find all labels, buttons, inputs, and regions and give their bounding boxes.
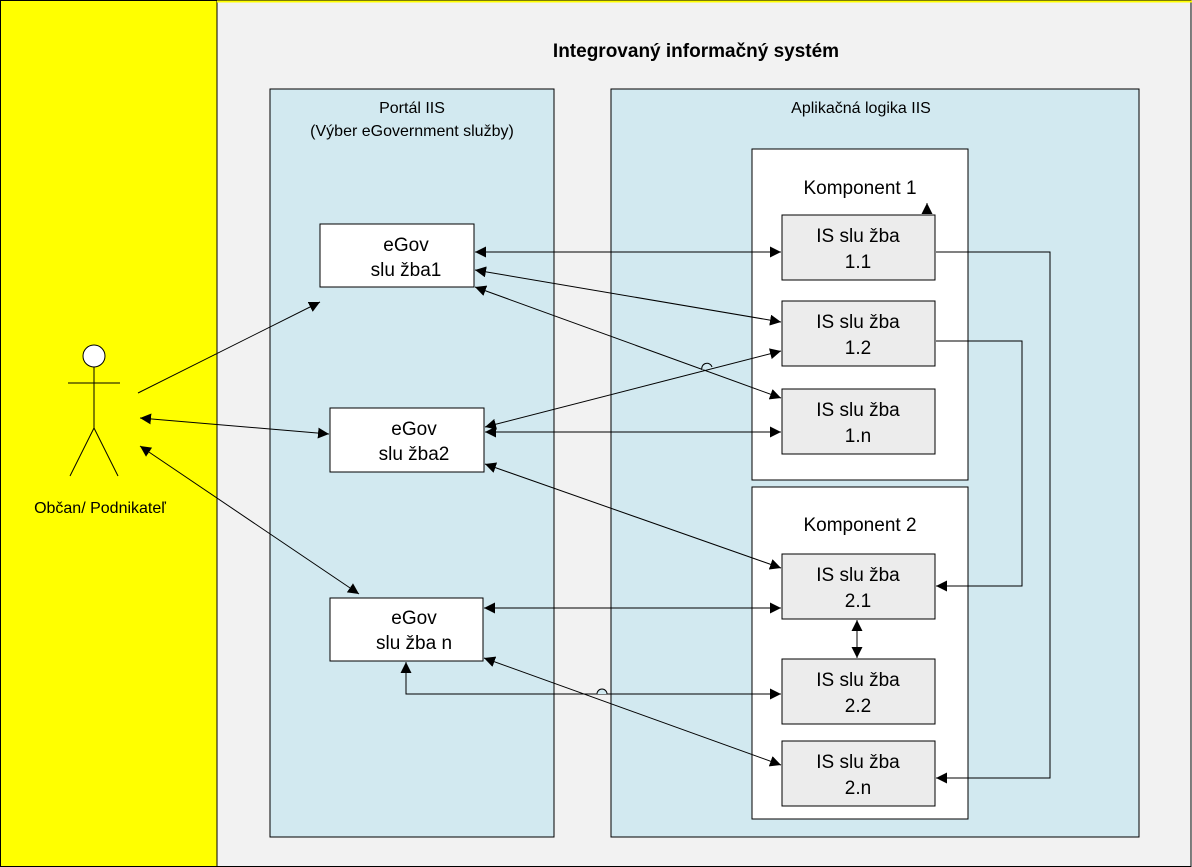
connector-actor-egov2	[139, 413, 330, 439]
component-2-label: Komponent 2	[803, 515, 916, 536]
is-service-1-1-line2: 1.1	[845, 252, 871, 273]
egov-service-1-line2: slu žba1	[371, 260, 442, 281]
connector-egovn-is2n	[483, 656, 782, 767]
component-1-label: Komponent 1	[803, 178, 916, 199]
is-service-1-n-line2: 1.n	[845, 426, 871, 447]
is-service-1-n[interactable]: IS slu žba 1.n	[781, 388, 936, 455]
egov-service-n-line1: eGov	[391, 608, 437, 629]
system-title: Integrovaný informačný systém	[553, 41, 839, 62]
actor-lane	[0, 0, 218, 867]
crossing-hop-1	[701, 362, 713, 371]
egov-service-1-line1: eGov	[383, 235, 429, 256]
is-service-1-n-line1: IS slu žba	[816, 400, 900, 421]
connector-is12-is21	[936, 340, 1023, 592]
is-service-2-2-line1: IS slu žba	[816, 670, 900, 691]
egov-service-1[interactable]: eGov slu žba1	[319, 223, 475, 288]
is-service-2-1[interactable]: IS slu žba 2.1	[781, 553, 936, 620]
connector-actor-egovn	[139, 445, 360, 595]
egov-service-2-line1: eGov	[391, 419, 437, 440]
logic-title: Aplikačná logika IIS	[791, 100, 931, 117]
connector-is11-is2n	[936, 251, 1051, 784]
connectors	[137, 203, 1051, 784]
portal-subtitle: (Výber eGovernment služby)	[310, 123, 514, 140]
is-service-2-2-line2: 2.2	[845, 696, 871, 717]
egov-service-2-line2: slu žba2	[379, 444, 450, 465]
connector-egov2-is21	[484, 462, 782, 570]
is-service-2-2[interactable]: IS slu žba 2.2	[781, 658, 936, 725]
egov-service-2[interactable]: eGov slu žba2	[329, 407, 485, 473]
is-service-2-n[interactable]: IS slu žba 2.n	[781, 740, 936, 807]
portal-title: Portál IIS	[379, 100, 445, 117]
is-service-1-2-line2: 1.2	[845, 338, 871, 359]
is-service-1-1[interactable]: IS slu žba 1.1	[781, 214, 936, 281]
actor-figure	[68, 344, 120, 477]
is-service-2-n-line2: 2.n	[845, 778, 871, 799]
is-service-2-1-line2: 2.1	[845, 591, 871, 612]
is-service-1-1-line1: IS slu žba	[816, 226, 900, 247]
connector-egov2-is12	[484, 348, 782, 430]
egov-service-n-line2: slu žba n	[376, 633, 452, 654]
is-service-1-2-line1: IS slu žba	[816, 312, 900, 333]
actor-label: Občan/ Podnikateľ	[34, 500, 166, 517]
egov-service-n[interactable]: eGov slu žba n	[329, 597, 484, 662]
is-service-2-n-line1: IS slu žba	[816, 752, 900, 773]
crossing-hop-2	[596, 688, 608, 695]
is-service-2-1-line1: IS slu žba	[816, 565, 900, 586]
connector-actor-egov1	[137, 301, 321, 394]
is-service-1-2[interactable]: IS slu žba 1.2	[781, 300, 936, 367]
